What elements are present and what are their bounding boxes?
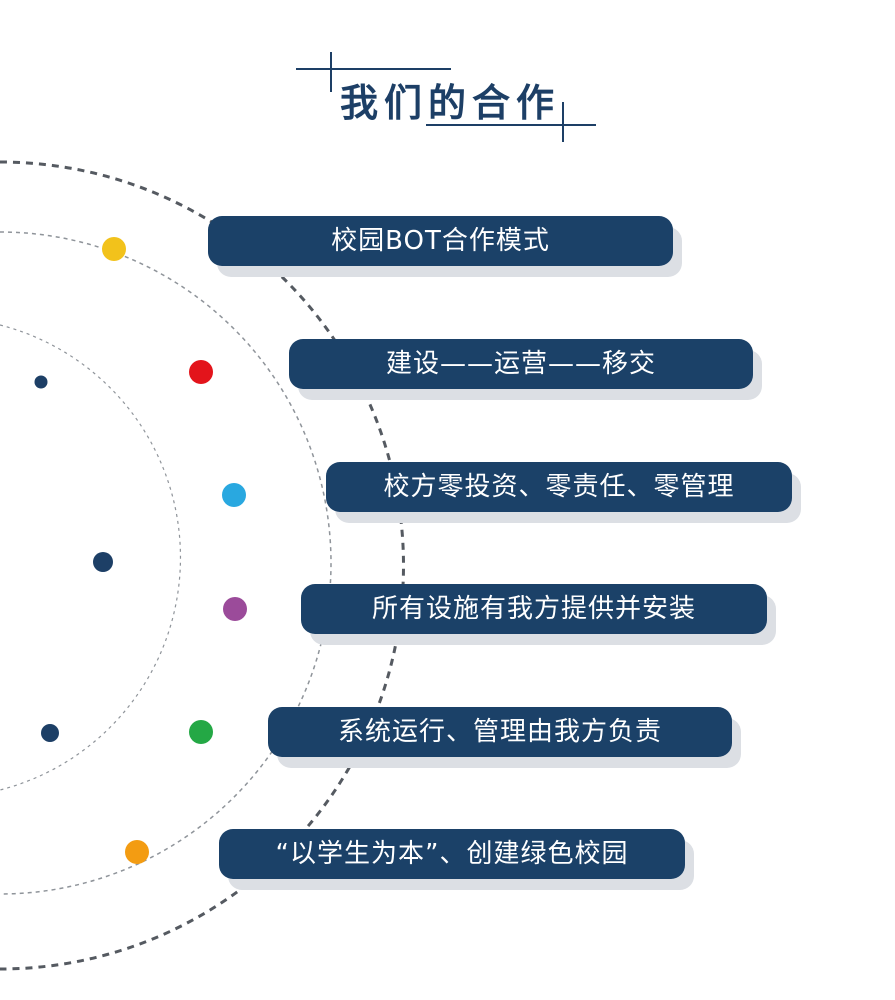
title-deco-tick-top [330,52,332,92]
item-pill-bot-mode: 校园BOT合作模式 [208,216,673,266]
item-pill-zero-investment: 校方零投资、零责任、零管理 [326,462,792,512]
item-pill-facilities-provided: 所有设施有我方提供并安装 [301,584,767,634]
inner-arc-dot-2 [93,552,113,572]
title-deco-line-top [296,68,451,70]
item-dot-blue [222,483,246,507]
item-pill-green-campus: “以学生为本”、创建绿色校园 [219,829,685,879]
item-dot-red [189,360,213,384]
title-block: 我们的合作 [296,52,596,142]
inner-thin-arc [0,324,182,791]
title-deco-tick-bottom [562,102,564,142]
item-dot-orange [125,840,149,864]
item-dot-green [189,720,213,744]
item-pill-system-managed: 系统运行、管理由我方负责 [268,707,732,757]
inner-arc-dot-3 [41,724,59,742]
title-deco-line-bottom [426,124,596,126]
middle-thin-arc [0,231,332,895]
item-pill-build-operate-transfer: 建设——运营——移交 [289,339,753,389]
item-dot-yellow [102,237,126,261]
page-title: 我们的合作 [340,80,561,125]
outer-dashed-arc [0,160,405,971]
item-dot-purple [223,597,247,621]
inner-arc-dot-1 [34,375,48,389]
